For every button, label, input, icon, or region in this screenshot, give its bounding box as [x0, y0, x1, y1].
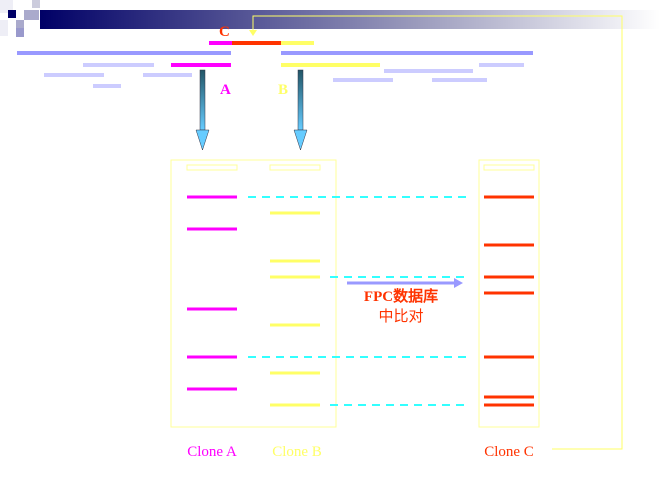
- fpc-text-line2: 中比对: [378, 308, 423, 325]
- fpc-compare-arrow-icon: [347, 278, 463, 288]
- clone-a-segment: [171, 63, 231, 67]
- gel-box-ab: [170, 159, 337, 428]
- fpc-text-line1: FPC数据库: [364, 287, 438, 305]
- label-clone-c: Clone C: [484, 444, 534, 460]
- label-clone-a: Clone A: [187, 444, 237, 460]
- well-c: [483, 164, 535, 171]
- well-b: [269, 164, 321, 171]
- connector-arrowhead: [249, 30, 257, 36]
- label-b-top: B: [278, 82, 288, 98]
- gel-box-c: [478, 159, 540, 428]
- clone-b-segment: [281, 63, 380, 67]
- header-banner: [0, 0, 660, 37]
- connector-line: [252, 15, 623, 450]
- label-c-top: C: [219, 24, 230, 40]
- label-clone-b: Clone B: [272, 444, 322, 460]
- label-a-top: A: [220, 82, 231, 98]
- arrow-down-a-icon: [195, 69, 210, 151]
- contig-bars: [17, 51, 533, 88]
- well-a: [186, 164, 238, 171]
- arrow-down-b-icon: [293, 69, 308, 151]
- clone-c-segment: [209, 41, 314, 45]
